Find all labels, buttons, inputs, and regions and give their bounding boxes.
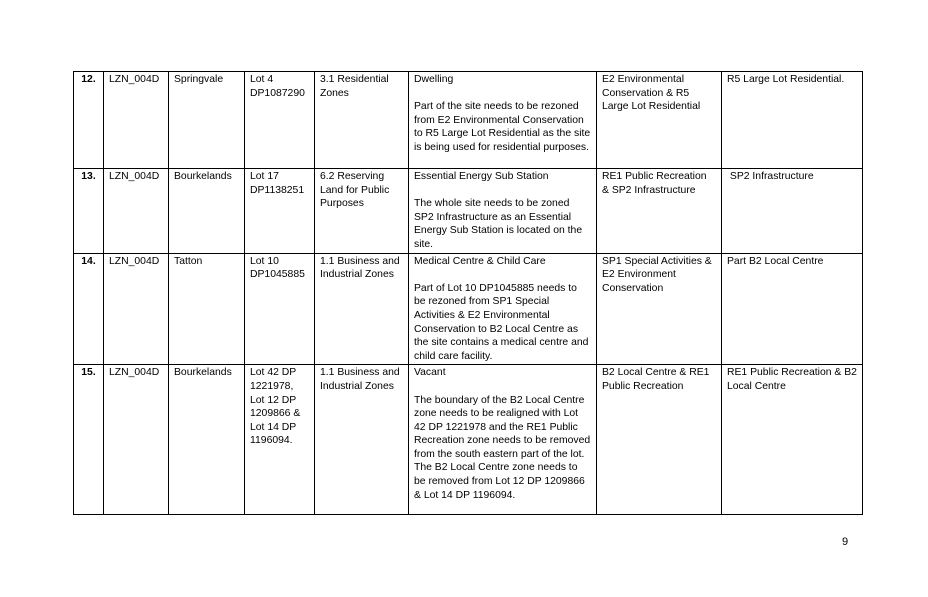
proposed-zone: RE1 Public Recreation & B2 Local Centre: [721, 364, 863, 516]
amendment-description: The whole site needs to be zoned SP2 Inf…: [414, 198, 583, 250]
map-sheet: LZN_004D: [103, 71, 169, 169]
current-zone: B2 Local Centre & RE1 Public Recreation: [596, 364, 722, 516]
row-number: 14.: [73, 252, 104, 366]
amendment-description: Part of the site needs to be rezoned fro…: [414, 101, 591, 153]
lot-reference: Lot 17 DP1138251: [244, 168, 315, 254]
locality: Bourkelands: [168, 364, 245, 516]
proposed-zone: Part B2 Local Centre: [721, 252, 863, 366]
table-row: 15. LZN_004D Bourkelands Lot 42 DP 12219…: [73, 364, 863, 516]
section-reference: 3.1 Residential Zones: [314, 71, 409, 169]
proposed-zone: SP2 Infrastructure: [721, 168, 863, 254]
current-use: Essential Energy Sub Station: [414, 171, 549, 182]
current-use: Medical Centre & Child Care: [414, 255, 546, 267]
current-zone: SP1 Special Activities & E2 Environment …: [596, 252, 722, 366]
row-number: 13.: [73, 168, 104, 254]
section-reference: 1.1 Business and Industrial Zones: [314, 364, 409, 516]
zoning-amendments-table: 12. LZN_004D Springvale Lot 4 DP1087290 …: [73, 71, 863, 516]
use-description-cell: Dwelling Part of the site needs to be re…: [408, 71, 597, 169]
row-number: 15.: [73, 364, 104, 516]
map-sheet: LZN_004D: [103, 252, 169, 366]
map-sheet: LZN_004D: [103, 364, 169, 516]
table-row: 13. LZN_004D Bourkelands Lot 17 DP113825…: [73, 168, 863, 254]
row-number: 12.: [73, 71, 104, 169]
locality: Tatton: [168, 252, 245, 366]
section-reference: 1.1 Business and Industrial Zones: [314, 252, 409, 366]
section-reference: 6.2 Reserving Land for Public Purposes: [314, 168, 409, 254]
lot-reference: Lot 42 DP 1221978, Lot 12 DP 1209866 & L…: [244, 364, 315, 516]
use-description-cell: Medical Centre & Child Care Part of Lot …: [408, 252, 597, 366]
page-number: 9: [842, 536, 849, 548]
current-use: Vacant: [414, 367, 446, 379]
lot-reference: Lot 10 DP1045885: [244, 252, 315, 366]
use-description-cell: Essential Energy Sub Station The whole s…: [408, 168, 597, 254]
locality: Springvale: [168, 71, 245, 169]
table-row: 12. LZN_004D Springvale Lot 4 DP1087290 …: [73, 71, 863, 169]
locality: Bourkelands: [168, 168, 245, 254]
map-sheet: LZN_004D: [103, 168, 169, 254]
current-zone: RE1 Public Recreation & SP2 Infrastructu…: [596, 168, 722, 254]
table-row: 14. LZN_004D Tatton Lot 10 DP1045885 1.1…: [73, 252, 863, 366]
current-use: Dwelling: [414, 74, 454, 85]
current-zone: E2 Environmental Conservation & R5 Large…: [596, 71, 722, 169]
lot-reference: Lot 4 DP1087290: [244, 71, 315, 169]
amendment-description: Part of Lot 10 DP1045885 needs to be rez…: [414, 282, 589, 362]
use-description-cell: Vacant The boundary of the B2 Local Cent…: [408, 364, 597, 516]
proposed-zone: R5 Large Lot Residential.: [721, 71, 863, 169]
amendment-description: The boundary of the B2 Local Centre zone…: [414, 394, 591, 501]
